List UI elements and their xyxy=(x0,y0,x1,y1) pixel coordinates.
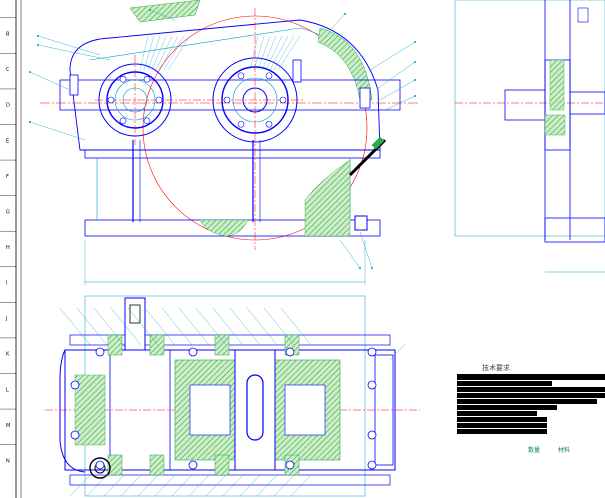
zone-letter: L xyxy=(6,387,9,393)
zone-letter: N xyxy=(6,458,10,464)
zone-letter: D xyxy=(6,103,10,109)
tech-requirements-block: 技术要求 数量 材料 xyxy=(457,363,605,454)
top-view-leader-lines xyxy=(59,307,406,497)
zone-letter: F xyxy=(6,174,9,180)
side-view xyxy=(454,0,605,273)
zone-letter: I xyxy=(6,281,7,287)
zone-letter: J xyxy=(5,316,7,322)
zone-letter: G xyxy=(6,209,10,215)
tech-requirements-title: 技术要求 xyxy=(482,363,510,372)
front-view-leader-lines xyxy=(29,9,416,269)
zone-letter: B xyxy=(6,32,10,38)
zone-letter: E xyxy=(6,138,9,144)
zone-letter: K xyxy=(6,352,10,358)
front-view xyxy=(40,0,420,285)
zone-letter: H xyxy=(6,245,10,251)
top-view xyxy=(45,295,420,497)
zone-strip: B C D E F G H I J K L M N xyxy=(0,0,22,498)
footer-label-left: 数量 xyxy=(528,446,540,454)
zone-letter: C xyxy=(6,67,10,73)
zone-letter: M xyxy=(6,423,10,429)
footer-label-right: 材料 xyxy=(558,446,570,454)
